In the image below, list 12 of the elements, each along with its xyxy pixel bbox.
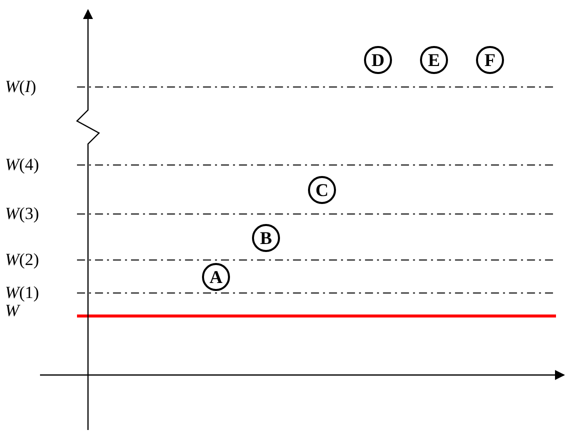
level-label: W(2): [5, 251, 39, 268]
level-label: W: [5, 302, 20, 319]
level-label: W(4): [5, 156, 39, 173]
level-label: W(1): [5, 284, 39, 301]
circled-letter: B: [252, 224, 280, 252]
circled-letter: E: [420, 46, 448, 74]
circled-letter: A: [202, 263, 230, 291]
level-label: W(3): [5, 205, 39, 222]
circled-letter: D: [364, 46, 392, 74]
level-label: W(I): [5, 78, 36, 95]
circled-letter: C: [308, 176, 336, 204]
circled-letter: F: [476, 46, 504, 74]
